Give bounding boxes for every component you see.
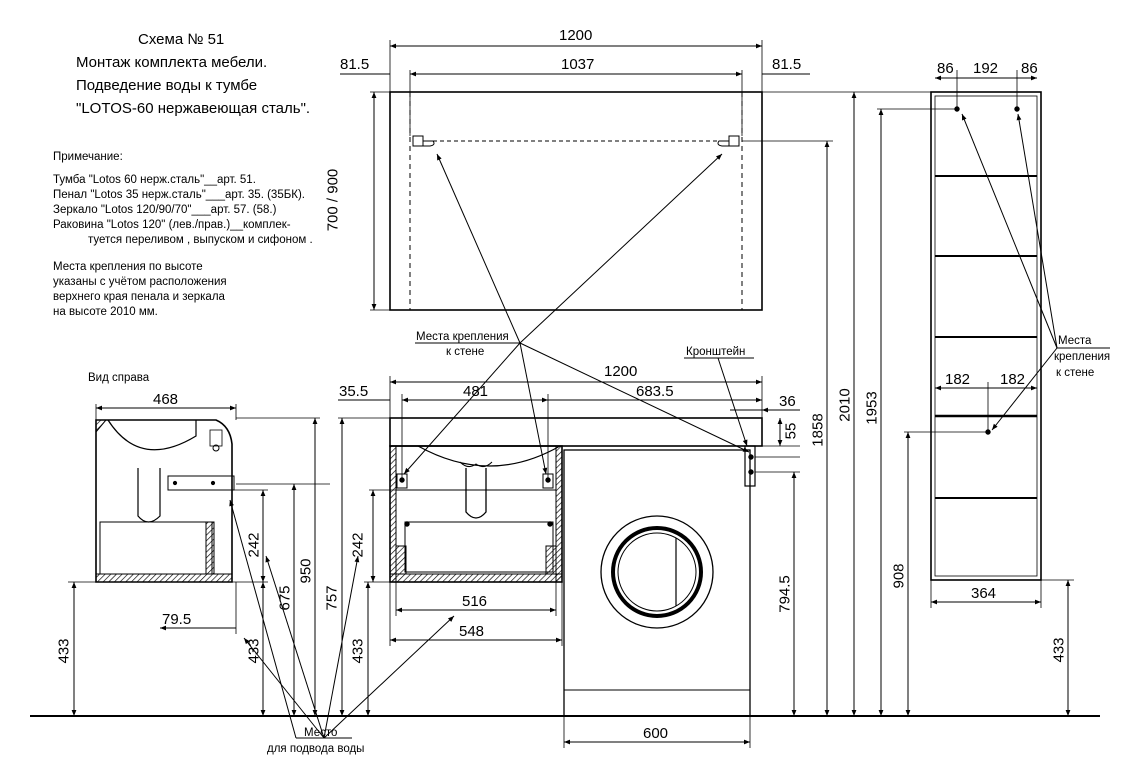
dim-757: 757 [323,585,341,611]
dim-242-front: 242 [349,532,367,558]
dim-79-5: 79.5 [162,611,192,628]
dim-468: 468 [153,391,179,408]
leader-lines [229,113,1110,739]
water-supply-label: Место [304,727,338,739]
note-item: Зеркало "Lotos 120/90/70"___арт. 57. (58… [53,204,277,216]
dim-481: 481 [463,383,489,400]
side-view-label: Вид справа [88,372,150,384]
dim-182-left: 182 [945,371,971,388]
note-item: туется переливом , выпуском и сифоном . [88,234,313,246]
notes-title: Примечание: [53,151,123,163]
dim-cab-86-left: 86 [937,60,954,77]
dim-794-5: 794.5 [776,575,794,613]
dim-1858: 1858 [809,413,827,447]
note-item: Раковина "Lotos 120" (лев./прав.)__компл… [53,219,291,231]
mirror [389,91,763,311]
tall-cabinet [930,91,1042,581]
bracket-label: Кронштейн [686,346,746,358]
dim-2010: 2010 [836,388,854,422]
basin-counter [389,417,763,468]
mount-note: верхнего края пенала и зеркала [53,291,225,303]
dim-242-side: 242 [245,532,263,558]
dim-mirror-offset-left: 81.5 [340,56,370,73]
scheme-subtitle-3: "LOTOS-60 нержавеющая сталь". [76,100,311,117]
dim-cab-86-right: 86 [1021,60,1038,77]
mount-right-label-3: к стене [1056,367,1095,379]
mount-right-label-2: крепления [1054,351,1111,363]
dim-mirror-width: 1200 [559,27,593,44]
dim-mirror-mounts: 1037 [561,56,595,73]
dim-908: 908 [890,563,908,589]
dim-55: 55 [782,422,800,440]
washing-machine [563,449,751,717]
dim-cab-192: 192 [973,60,999,77]
mount-note: на высоте 2010 мм. [53,306,158,318]
dim-433-cabinet: 433 [1050,637,1068,663]
dim-675: 675 [276,585,294,611]
dim-700-900: 700 / 900 [324,168,342,232]
scheme-subtitle-1: Монтаж комплекта мебели. [76,54,268,71]
dim-36: 36 [779,393,796,410]
vanity-cabinet [389,445,563,583]
dim-182-right: 182 [1000,371,1026,388]
side-view-cabinet [95,419,235,583]
dim-mirror-offset-right: 81.5 [772,56,802,73]
dim-364: 364 [971,585,997,602]
mount-right-label: Места [1058,335,1092,347]
note-item: Пенал "Lotos 35 нерж.сталь"___арт. 35. (… [53,189,305,201]
mount-points-label-2: к стене [446,346,485,358]
mount-note: указаны с учётом расположения [53,276,227,288]
water-supply-label-2: для подвода воды [267,743,365,755]
dim-433-side-2: 433 [245,638,263,664]
dim-counter-width: 1200 [604,363,638,380]
dim-433-front: 433 [349,638,367,664]
note-item: Тумба "Lotos 60 нерж.сталь"__арт. 51. [53,174,256,186]
dim-35-5: 35.5 [339,383,369,400]
dim-950: 950 [297,558,315,584]
mount-note: Места крепления по высоте [53,261,203,273]
dim-683-5: 683.5 [636,383,674,400]
dim-516: 516 [462,593,488,610]
dim-433-side: 433 [55,638,73,664]
scheme-title: Схема № 51 [138,31,225,48]
dim-600: 600 [643,725,669,742]
dim-1953: 1953 [863,391,881,425]
dim-548: 548 [459,623,485,640]
scheme-subtitle-2: Подведение воды к тумбе [76,77,258,94]
mount-points-label: Места крепления [416,331,509,343]
